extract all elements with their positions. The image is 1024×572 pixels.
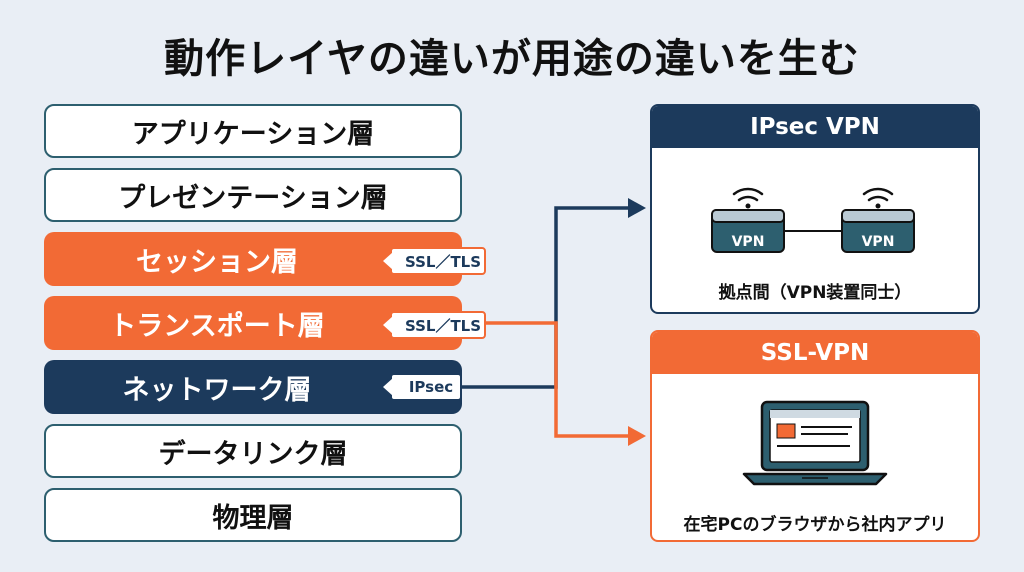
ssl-arrowhead [628, 426, 646, 446]
vpn-devices-illustration: VPN VPN [711, 187, 915, 253]
tag-ipsec: IPsec [390, 373, 462, 401]
ipsec-box-title: IPsec VPN [652, 106, 978, 148]
ipsec-caption: 拠点間（VPN装置同士） [718, 283, 912, 303]
layer-label: アプリケーション層 [131, 118, 375, 150]
ipsec-vpn-box: IPsec VPN VPN VPN 拠点間（VPN装置同士） [650, 104, 980, 314]
laptop-icon [742, 400, 888, 486]
layer-datalink: データリンク層 [44, 424, 462, 478]
ssl-connector-line [486, 321, 630, 438]
vpn-device-label: VPN [862, 234, 895, 250]
layer-physical: 物理層 [44, 488, 462, 542]
layer-label: ネットワーク層 [122, 374, 312, 406]
layer-label: 物理層 [212, 502, 294, 534]
vpn-device-left: VPN [711, 187, 785, 253]
layer-application: アプリケーション層 [44, 104, 462, 158]
layer-label: トランスポート層 [109, 310, 325, 342]
layer-label: データリンク層 [158, 438, 348, 470]
ssl-box-title: SSL-VPN [652, 332, 978, 374]
ipsec-arrowhead [628, 198, 646, 218]
vpn-device-label: VPN [732, 234, 765, 250]
wifi-icon [732, 187, 764, 209]
layer-presentation: プレゼンテーション層 [44, 168, 462, 222]
layer-label: プレゼンテーション層 [118, 182, 388, 214]
ssl-vpn-box: SSL-VPN 在宅PCのブラウザから社内アプリ [650, 330, 980, 542]
tag-ssl-tls-session: SSL／TLS [390, 247, 486, 275]
ipsec-connector-line [462, 206, 630, 389]
vpn-device-right: VPN [841, 187, 915, 253]
tag-ssl-tls-transport: SSL／TLS [390, 311, 486, 339]
page-title: 動作レイヤの違いが用途の違いを生む [164, 36, 860, 82]
wifi-icon [862, 187, 894, 209]
ssl-caption: 在宅PCのブラウザから社内アプリ [683, 515, 947, 535]
layer-label: セッション層 [136, 246, 298, 278]
